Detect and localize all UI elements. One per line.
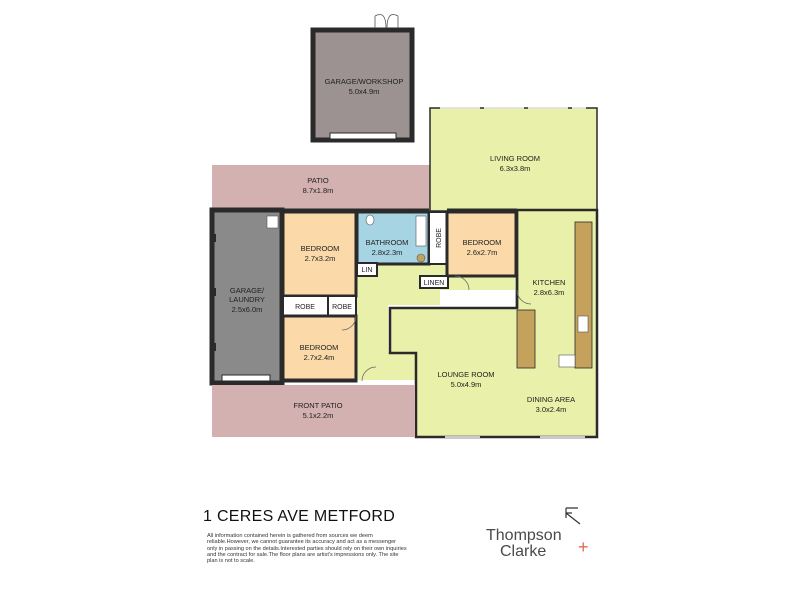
north-arrow-icon xyxy=(565,507,581,525)
bedroom-1-label: BEDROOM xyxy=(301,244,340,253)
robe-2-label: ROBE xyxy=(332,304,352,311)
living-room-label: LIVING ROOM xyxy=(490,154,540,163)
bedroom-1-size: 2.7x3.2m xyxy=(305,254,336,263)
garage-workshop-size: 5.0x4.9m xyxy=(349,87,380,96)
kitchen-island xyxy=(516,309,536,369)
garage-laundry-label-1: GARAGE/ xyxy=(230,286,265,295)
bedroom-3-door xyxy=(341,315,357,331)
bedroom-2-label: BEDROOM xyxy=(463,238,502,247)
lounge-room-size: 5.0x4.9m xyxy=(451,380,482,389)
bedroom-2-size: 2.6x2.7m xyxy=(467,248,498,257)
garage-laundry-size: 2.5x6.0m xyxy=(232,305,263,314)
lin-cupboard xyxy=(356,262,378,277)
shower-icon xyxy=(415,215,427,247)
brand-logo: Thompson Clarke + xyxy=(486,527,589,560)
front-door-swing xyxy=(361,366,377,382)
living-room-size: 6.3x3.8m xyxy=(500,164,531,173)
bathroom-label: BATHROOM xyxy=(366,238,409,247)
patio-area xyxy=(212,165,432,210)
bedroom-3-size: 2.7x2.4m xyxy=(304,353,335,362)
kitchen-size: 2.8x6.3m xyxy=(534,288,565,297)
robe-1-label: ROBE xyxy=(295,304,315,311)
property-address: 1 CERES AVE METFORD xyxy=(203,508,396,525)
front-patio-size: 5.1x2.2m xyxy=(303,411,334,420)
disclaimer-text: All information contained herein is gath… xyxy=(207,533,407,565)
kitchen-label: KITCHEN xyxy=(533,278,566,287)
bedroom-2-room xyxy=(445,210,518,278)
basin-icon xyxy=(416,253,426,263)
brand-line-1: Thompson xyxy=(486,527,562,544)
kitchen-doorway xyxy=(516,289,532,305)
front-patio-area xyxy=(212,385,415,437)
stove-icon xyxy=(558,354,576,368)
bedroom-3-label: BEDROOM xyxy=(300,343,339,352)
lounge-room-label: LOUNGE ROOM xyxy=(437,370,494,379)
bathroom-size: 2.8x2.3m xyxy=(372,248,403,257)
linen-label: LINEN xyxy=(424,280,445,287)
wall-post xyxy=(211,343,216,351)
garage-laundry-label-2: LAUNDRY xyxy=(229,295,265,304)
wall-post xyxy=(211,288,216,296)
lounge-dining-kitchen xyxy=(388,208,599,439)
garage-door xyxy=(329,132,397,140)
wall-post xyxy=(211,234,216,242)
linen-cupboard xyxy=(419,275,449,289)
brand-line-2: Clarke xyxy=(500,543,547,560)
plus-icon: + xyxy=(578,537,589,557)
dining-area-size: 3.0x2.4m xyxy=(536,405,567,414)
laundry-tub xyxy=(266,215,279,229)
lin-label: LIN xyxy=(362,267,373,274)
kitchen-sink-icon xyxy=(577,315,589,333)
patio-label: PATIO xyxy=(307,176,329,185)
garage-workshop-room xyxy=(310,27,415,143)
front-patio-label: FRONT PATIO xyxy=(293,401,342,410)
bedroom-2-door xyxy=(454,275,470,291)
kitchen-counter xyxy=(574,221,593,369)
dining-area-label: DINING AREA xyxy=(527,395,575,404)
toilet-icon xyxy=(365,214,375,226)
patio-size: 8.7x1.8m xyxy=(303,186,334,195)
workshop-double-door xyxy=(374,14,399,29)
bedroom-3-room xyxy=(281,314,358,383)
main-outer-wall xyxy=(283,208,517,382)
hallway-area xyxy=(355,263,515,380)
robe-vertical-label: ROBE xyxy=(436,228,443,248)
garage-workshop-label: GARAGE/WORKSHOP xyxy=(325,77,404,86)
garage-laundry-door xyxy=(221,374,271,382)
